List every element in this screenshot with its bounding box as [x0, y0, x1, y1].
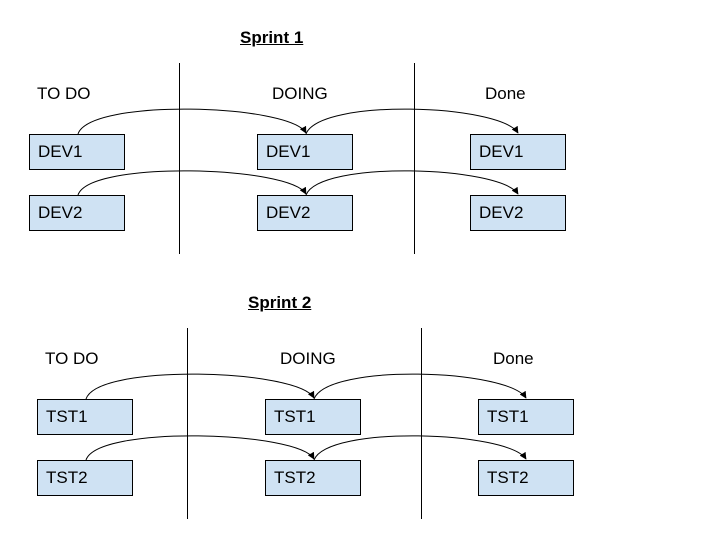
sprint1-divider-2 — [414, 63, 415, 254]
arrow-s2-r2-doing-to-done — [313, 435, 527, 461]
sprint1-card-todo-row2[interactable]: DEV2 — [29, 195, 125, 231]
arrow-s1-r1-doing-to-done — [305, 108, 519, 135]
sprint1-card-todo-row1[interactable]: DEV1 — [29, 134, 125, 170]
sprint1-header-done: Done — [485, 84, 526, 103]
arrow-s1-r2-doing-to-done — [305, 170, 519, 196]
arrow-s2-r1-todo-to-doing — [85, 373, 315, 400]
sprint1-card-done-row2[interactable]: DEV2 — [470, 195, 566, 231]
sprint2-card-doing-row1[interactable]: TST1 — [265, 399, 361, 435]
sprint1-card-doing-row2[interactable]: DEV2 — [257, 195, 353, 231]
sprint2-header-todo: TO DO — [45, 349, 99, 368]
arrow-s2-r2-todo-to-doing — [85, 435, 315, 461]
sprint2-title: Sprint 2 — [248, 293, 312, 312]
sprint2-card-doing-row2[interactable]: TST2 — [265, 460, 361, 496]
sprint1-divider-1 — [179, 63, 180, 254]
sprint2-divider-1 — [187, 328, 188, 519]
arrow-s1-r1-todo-to-doing — [77, 108, 307, 135]
arrow-s1-r2-todo-to-doing — [77, 170, 307, 196]
sprint2-card-todo-row1[interactable]: TST1 — [37, 399, 133, 435]
sprint2-header-doing: DOING — [280, 349, 336, 368]
sprint2-card-done-row1[interactable]: TST1 — [478, 399, 574, 435]
arrow-s2-r1-doing-to-done — [313, 373, 527, 400]
sprint2-divider-2 — [421, 328, 422, 519]
sprint2-header-done: Done — [493, 349, 534, 368]
sprint1-header-todo: TO DO — [37, 84, 91, 103]
sprint1-title: Sprint 1 — [240, 28, 304, 47]
sprint1-header-doing: DOING — [272, 84, 328, 103]
sprint1-card-done-row1[interactable]: DEV1 — [470, 134, 566, 170]
sprint2-card-done-row2[interactable]: TST2 — [478, 460, 574, 496]
sprint2-card-todo-row2[interactable]: TST2 — [37, 460, 133, 496]
sprint1-card-doing-row1[interactable]: DEV1 — [257, 134, 353, 170]
